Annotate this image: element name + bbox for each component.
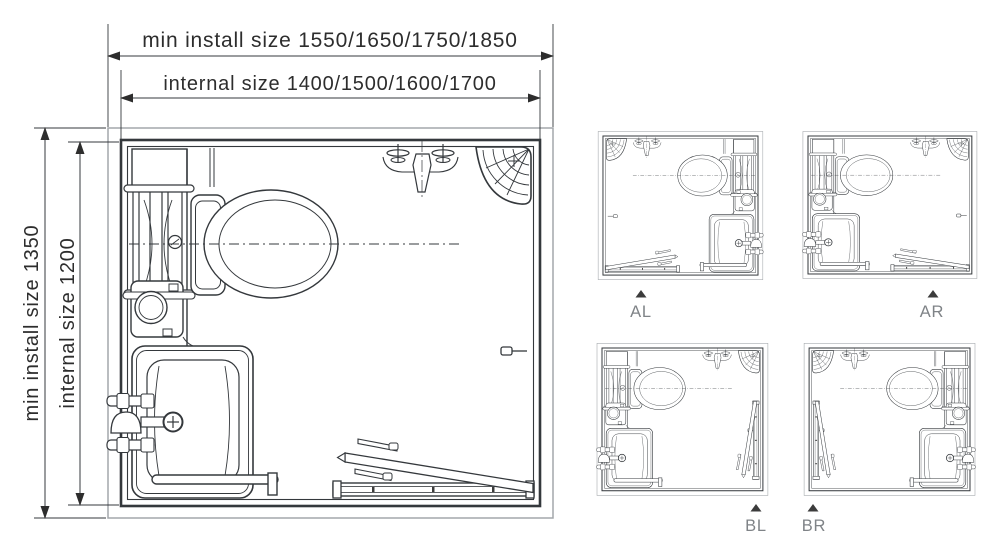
dim-top-inner-label: internal size 1400/1500/1600/1700 bbox=[163, 73, 496, 95]
dim-left-inner-label: internal size 1200 bbox=[57, 237, 79, 408]
variant-thumbnail-bl bbox=[596, 342, 769, 496]
door-marker-br bbox=[807, 504, 819, 512]
main-plan bbox=[105, 126, 555, 520]
variant-thumbnail-ar bbox=[802, 130, 978, 280]
door-marker-bl bbox=[750, 504, 762, 512]
door-marker-al bbox=[635, 290, 647, 298]
variant-label-br: BR bbox=[802, 517, 827, 535]
variant-thumbnail-br bbox=[803, 342, 976, 496]
dimension-lines bbox=[34, 24, 554, 519]
dim-top-outer-label: min install size 1550/1650/1750/1850 bbox=[142, 29, 518, 52]
variant-label-bl: BL bbox=[745, 517, 767, 535]
dim-left-outer-label: min install size 1350 bbox=[21, 225, 43, 422]
variant-label-al: AL bbox=[630, 303, 652, 321]
variant-thumbnail-al bbox=[597, 130, 764, 281]
door-marker-ar bbox=[927, 290, 939, 298]
variant-label-ar: AR bbox=[920, 303, 945, 321]
